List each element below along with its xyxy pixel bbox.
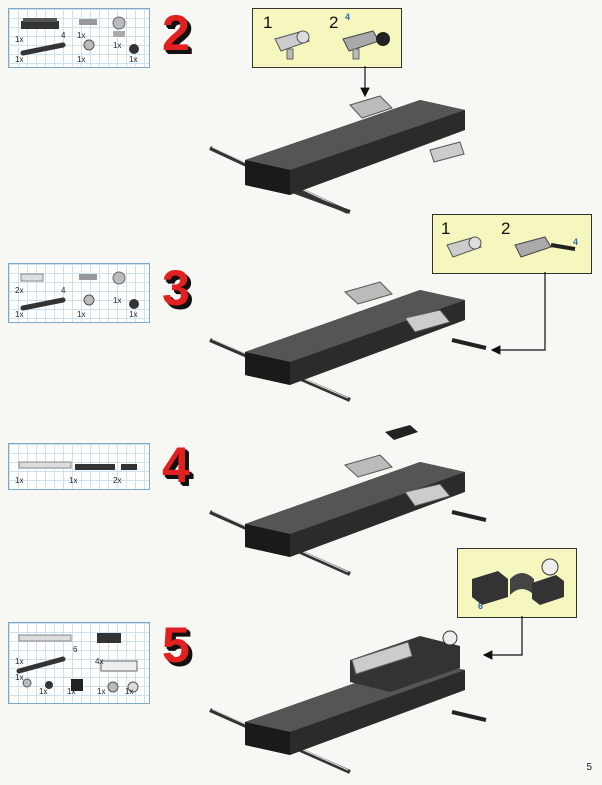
step-2-label-4: 1x bbox=[77, 31, 86, 40]
step-5-label-3: 4x bbox=[95, 657, 104, 666]
step-5-callout-qty: 6 bbox=[478, 601, 484, 611]
step-3-number: 3 bbox=[162, 260, 190, 316]
step-5-model bbox=[209, 630, 487, 774]
step-5-parts-box: 1x 6 4x 1x 1x 1x 1x 1x bbox=[8, 622, 150, 704]
step-4-number: 4 bbox=[162, 437, 190, 493]
step-2-callout-sub-1: 1 bbox=[263, 13, 273, 32]
step-5-number: 5 bbox=[162, 617, 190, 673]
step-2-label-5: 1x bbox=[77, 55, 86, 64]
step-2-label-2: 4 bbox=[61, 31, 66, 40]
step-4-label-2: 1x bbox=[69, 476, 78, 485]
step-2-label-6: 1x bbox=[113, 41, 122, 50]
step-2-parts-icons bbox=[20, 16, 139, 56]
step-5-label-1: 1x bbox=[15, 657, 24, 666]
step-5-label-4: 1x bbox=[15, 673, 24, 682]
step-3-callout-parts bbox=[446, 236, 576, 258]
step-4-parts-icons bbox=[18, 461, 137, 470]
step-3-callout-sub-2: 2 bbox=[501, 219, 511, 238]
step-2-number: 2 bbox=[162, 5, 190, 61]
step-5-label-2: 6 bbox=[73, 645, 78, 654]
step-3-parts-icons bbox=[20, 271, 139, 311]
step-3-arrow bbox=[490, 272, 546, 355]
step-3-callout-sub-1: 1 bbox=[441, 219, 451, 238]
step-3-callout: 1 2 4 bbox=[432, 214, 592, 274]
step-3-label-1: 2x bbox=[15, 286, 24, 295]
step-2-model bbox=[209, 95, 465, 214]
step-5-callout-parts bbox=[472, 558, 564, 605]
step-3-label-6: 1x bbox=[129, 310, 138, 319]
step-3-label-4: 1x bbox=[77, 310, 86, 319]
step-2-callout-qty: 4 bbox=[345, 12, 351, 22]
step-3-label-2: 4 bbox=[61, 286, 66, 295]
step-2-label-7: 1x bbox=[129, 55, 138, 64]
step-2-parts-box: 1x 4 1x 1x 1x 1x 1x bbox=[8, 8, 150, 68]
step-5-callout: 6 bbox=[457, 548, 577, 618]
step-3-parts-box: 2x 4 1x 1x 1x 1x bbox=[8, 263, 150, 323]
step-4-label-1: 1x bbox=[15, 476, 24, 485]
step-5-label-6: 1x bbox=[67, 687, 76, 696]
step-4-parts-box: 1x 1x 2x bbox=[8, 443, 150, 490]
step-3-label-5: 1x bbox=[113, 296, 122, 305]
step-4-label-3: 2x bbox=[113, 476, 122, 485]
step-5-label-8: 1x bbox=[125, 687, 134, 696]
step-5-label-5: 1x bbox=[39, 687, 48, 696]
step-5-parts-icons bbox=[16, 633, 139, 693]
page-number: 5 bbox=[586, 762, 592, 773]
step-2-callout-parts bbox=[274, 30, 390, 60]
step-3-label-3: 1x bbox=[15, 310, 24, 319]
step-3-callout-qty: 4 bbox=[573, 237, 579, 247]
step-2-callout: 1 2 4 bbox=[252, 8, 402, 68]
step-2-callout-sub-2: 2 bbox=[329, 13, 339, 32]
step-5-label-7: 1x bbox=[97, 687, 106, 696]
step-4-model bbox=[209, 425, 487, 576]
step-5-arrow bbox=[482, 616, 523, 660]
step-2-label-3: 1x bbox=[15, 55, 24, 64]
step-3-model bbox=[209, 281, 487, 402]
step-2-label-1: 1x bbox=[15, 35, 24, 44]
